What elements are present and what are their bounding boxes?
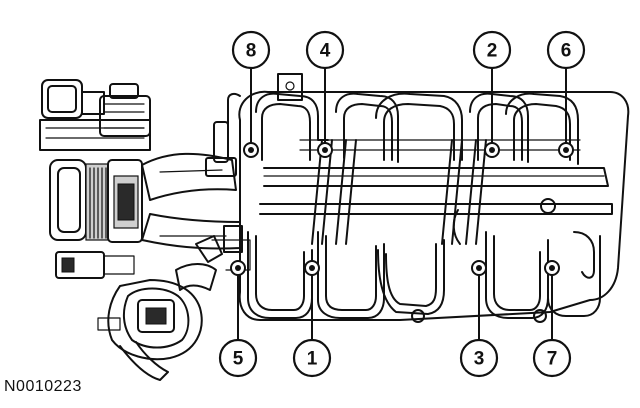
svg-text:8: 8 — [246, 41, 257, 62]
callout-5: 5 — [218, 338, 258, 378]
callout-6: 6 — [546, 30, 586, 70]
svg-text:2: 2 — [487, 41, 498, 62]
throttle-body — [39, 79, 151, 279]
bolt-3 — [471, 260, 487, 276]
bolt-4 — [317, 142, 333, 158]
callout-4: 4 — [305, 30, 345, 70]
callout-7: 7 — [532, 338, 572, 378]
manifold-bolts — [230, 142, 574, 276]
callout-2: 2 — [472, 30, 512, 70]
bolt-7 — [544, 260, 560, 276]
intake-manifold — [223, 73, 630, 323]
bolt-8 — [243, 142, 259, 158]
callout-1: 1 — [292, 338, 332, 378]
callouts: 8 4 2 6 5 1 — [218, 30, 586, 378]
svg-text:7: 7 — [547, 349, 558, 370]
bolt-5 — [230, 260, 246, 276]
svg-text:5: 5 — [233, 349, 244, 370]
plenum-inlet — [141, 121, 241, 250]
bolt-2 — [484, 142, 500, 158]
figure-id-label: N0010223 — [4, 378, 82, 395]
bolt-1 — [304, 260, 320, 276]
svg-text:1: 1 — [307, 349, 318, 370]
callout-8: 8 — [231, 30, 271, 70]
bolt-6 — [558, 142, 574, 158]
svg-text:6: 6 — [561, 41, 572, 62]
svg-text:4: 4 — [320, 41, 331, 62]
callout-3: 3 — [459, 338, 499, 378]
svg-text:3: 3 — [474, 349, 485, 370]
